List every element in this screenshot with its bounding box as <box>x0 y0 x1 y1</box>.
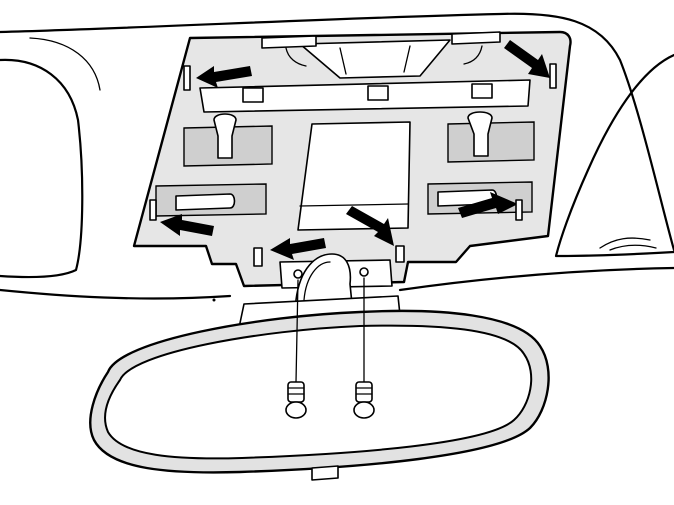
dot <box>212 298 216 302</box>
arrow-mid-right <box>458 192 518 218</box>
clip <box>471 83 493 99</box>
lamp-socket <box>467 111 493 157</box>
arrow-top-left <box>196 66 252 88</box>
arrow-bottom-right <box>346 206 394 246</box>
bolt-left <box>285 381 307 419</box>
lamp-bulb <box>175 193 236 211</box>
bolt-right <box>353 381 375 419</box>
headliner <box>0 12 674 300</box>
lamp-socket <box>213 113 237 159</box>
screw-hole <box>359 267 369 277</box>
clip <box>242 87 264 103</box>
mirror-glass <box>104 324 533 460</box>
mirror-tab <box>311 465 339 481</box>
light-window <box>297 121 411 231</box>
arrow-bottom-left <box>270 238 326 260</box>
leader-line <box>295 279 299 383</box>
clip <box>367 85 389 101</box>
rear-view-mirror <box>89 309 550 481</box>
bolts <box>285 277 375 419</box>
arrows <box>149 40 557 267</box>
arrow-top-right <box>504 40 550 78</box>
screw-hole <box>293 269 303 279</box>
arrow-mid-left <box>160 214 214 236</box>
roof-console-panel <box>132 30 572 289</box>
